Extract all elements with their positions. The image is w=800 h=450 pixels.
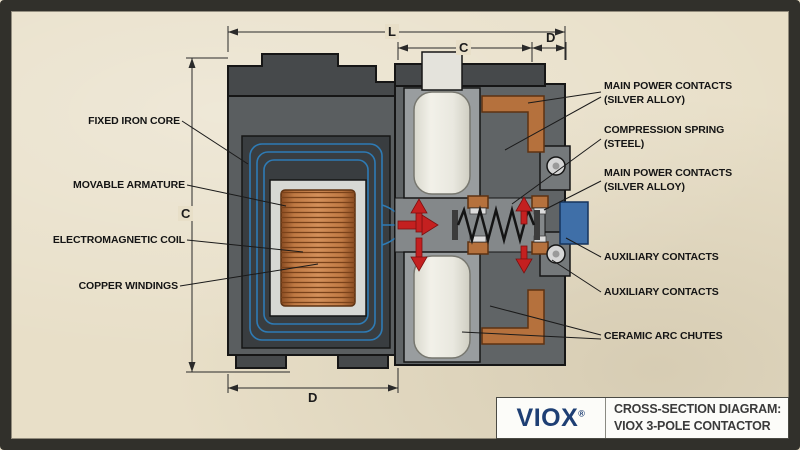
leader-main-contacts-top-a [527,91,602,104]
leader-compression-spring [511,138,602,205]
compression-spring [456,205,536,245]
label-fixed-iron-core: FIXED IRON CORE [88,115,180,127]
label-line: (SILVER ALLOY) [604,93,685,106]
brand-cell: VIOX® [497,398,605,438]
spring-seat-right [534,210,540,240]
leader-arc-chutes-a [489,305,602,336]
label-line: (SILVER ALLOY) [604,180,685,193]
contact-carrier-top [421,51,463,91]
title-block: VIOX® CROSS-SECTION DIAGRAM: VIOX 3-POLE… [496,397,789,439]
label-main-power-contacts-mid: MAIN POWER CONTACTS (SILVER ALLOY) [604,167,732,194]
brand-text: VIOX [516,403,579,432]
label-auxiliary-contacts-2: AUXILIARY CONTACTS [604,286,719,300]
label-copper-windings: COPPER WINDINGS [78,280,179,292]
label-line: CERAMIC ARC CHUTES [604,330,723,342]
registered-mark-icon: ® [578,408,586,419]
label-line: MAIN POWER CONTACTS [604,80,732,92]
diagram-title-line1: CROSS-SECTION DIAGRAM: [614,402,782,417]
dimension-label-D-bottom: D [308,390,318,405]
leader-electromagnetic-coil [186,239,304,253]
force-arrows-red [397,196,533,274]
label-line: MAIN POWER CONTACTS [604,167,732,179]
label-electromagnetic-coil: ELECTROMAGNETIC COIL [52,234,185,246]
leader-lines [179,91,602,340]
brand-logo: VIOX® [517,404,586,433]
label-compression-spring: COMPRESSION SPRING (STEEL) [604,124,724,151]
leader-copper-windings [179,263,319,287]
leader-arc-chutes-b [461,331,602,340]
dimension-label-L: L [385,24,399,39]
leader-movable-armature [186,184,287,207]
diagram-title-line2: VIOX 3-POLE CONTACTOR [614,419,771,433]
housing-top-cap-left [227,53,396,97]
auxiliary-contact-lower-center [552,250,560,258]
label-ceramic-arc-chutes: CERAMIC ARC CHUTES [604,330,723,344]
label-line: COMPRESSION SPRING [604,124,725,136]
dimension-arrowheads [188,28,566,392]
contact-assembly [394,51,589,363]
leader-auxiliary-contacts-2 [551,259,602,293]
title-cell: CROSS-SECTION DIAGRAM: VIOX 3-POLE CONTA… [605,398,788,438]
label-line: AUXILIARY CONTACTS [604,251,719,263]
dimension-label-D-top: D [546,30,556,45]
leader-main-contacts-mid [543,180,602,211]
leader-main-contacts-top-b [504,96,602,151]
label-auxiliary-contacts-1: AUXILIARY CONTACTS [604,251,719,265]
label-line: (STEEL) [604,137,645,150]
arc-chute-top-ceramic [413,91,471,195]
dimension-label-C-top: C [456,40,472,55]
arc-chute-bottom-ceramic [413,255,471,359]
label-movable-armature: MOVABLE ARMATURE [73,179,185,191]
auxiliary-contact-upper-center [552,162,560,170]
coil-winding-texture [281,190,355,306]
leader-auxiliary-contacts-1 [565,237,602,258]
leader-fixed-iron-core [181,120,249,165]
terminal-block-blue [559,201,589,245]
electromagnet-assembly [241,135,408,349]
spring-seat-left [452,210,458,240]
copper-busbars [467,95,549,345]
housing-top-cap-right [394,63,546,87]
label-line: AUXILIARY CONTACTS [604,286,719,298]
label-main-power-contacts-top: MAIN POWER CONTACTS (SILVER ALLOY) [604,80,732,107]
dimension-label-C-left: C [178,206,194,221]
